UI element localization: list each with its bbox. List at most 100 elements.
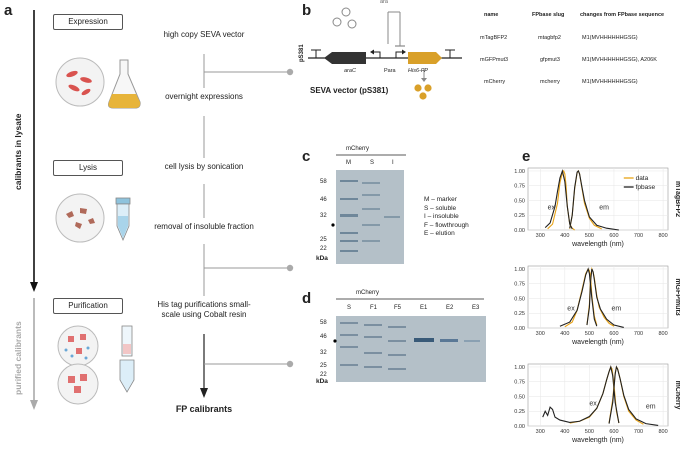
gel-c-marker: 22	[320, 246, 327, 252]
gel-d-lane-label: S	[347, 305, 352, 311]
y-tick-label: 0.50	[514, 296, 525, 302]
gel-c-lane-label: I	[392, 160, 394, 166]
x-tick-label: 400	[560, 331, 569, 337]
x-tick-label: 400	[560, 233, 569, 239]
y-tick-label: 0.75	[514, 380, 525, 386]
series-line-fpbase	[608, 365, 659, 426]
x-axis-label: wavelength (nm)	[571, 437, 624, 444]
x-tick-label: 300	[536, 429, 545, 435]
stage-box-expression: Expression	[53, 14, 123, 30]
series-line-fpbase	[569, 169, 619, 231]
y-tick-label: 0.00	[514, 326, 525, 332]
legend-label: fpbase	[636, 184, 656, 191]
row-label: mGFPmut3	[674, 278, 680, 315]
table-cell: mtagbfp2	[538, 35, 561, 41]
gel-d-marker: 58	[320, 320, 327, 326]
emission-label: em	[646, 403, 656, 410]
x-tick-label: 300	[536, 233, 545, 239]
gel-d-title: mCherry	[356, 290, 380, 296]
gel-c-marker: 25	[320, 237, 327, 243]
panel-c-letter: c	[302, 148, 311, 165]
plasmid-diagram	[308, 7, 462, 100]
araC-label: araC	[344, 68, 356, 74]
row-label: mCherry	[674, 381, 680, 410]
flow-connectors	[200, 54, 294, 398]
y-tick-label: 0.00	[514, 228, 525, 234]
gel-c-marker: 58	[320, 179, 327, 185]
step-vector: high copy SEVA vector	[163, 30, 245, 39]
series-line-fpbase	[586, 268, 624, 328]
gel-d-image	[336, 316, 486, 382]
araC-gene	[324, 52, 366, 64]
legend-row: E – elution	[424, 230, 455, 237]
emission-label: em	[599, 204, 609, 211]
table-header-slug: FPbase slug	[532, 12, 565, 18]
his6-fp-gene	[408, 52, 442, 64]
x-tick-label: 800	[658, 233, 667, 239]
y-tick-label: 0.00	[514, 424, 525, 430]
y-tick-label: 0.25	[514, 409, 525, 415]
table-cell: mTagBFP2	[480, 35, 508, 41]
y-tick-label: 1.00	[514, 169, 525, 175]
gel-c-title: mCherry	[346, 146, 370, 152]
table-header-changes: changes from FPbase sequence	[580, 12, 665, 18]
x-tick-label: 700	[634, 429, 643, 435]
x-tick-label: 800	[658, 331, 667, 337]
fp-gene-label: His6-FP	[408, 68, 428, 74]
gel-c-lane-label: S	[370, 160, 375, 166]
gel-c-title-line	[336, 154, 406, 156]
gel-c-marker: 32	[320, 213, 327, 219]
panel-d-letter: d	[302, 290, 312, 307]
purification-column-icon	[57, 325, 135, 405]
table-cell: mGFPmut3	[480, 57, 509, 63]
gel-d-lane-label: E2	[446, 305, 454, 311]
x-axis-label: wavelength (nm)	[571, 339, 624, 346]
y-tick-label: 0.25	[514, 213, 525, 219]
legend-row: S – soluble	[424, 204, 457, 212]
gel-legend: M – marker S – soluble I – insoluble F –…	[424, 196, 469, 239]
table-cell: mcherry	[540, 79, 560, 85]
plot-area	[527, 363, 669, 427]
gel-d-marker: 22	[320, 372, 327, 378]
spectrum-panel-2: 0.00 0.25 0.50 0.75 1.00 300 400 500 600 700 800 wa…	[514, 363, 680, 444]
legend-row: F – flowthrough	[424, 221, 469, 229]
gel-d-title-line	[336, 298, 484, 300]
table-cell: M1(MVHHHHHHGSG), A206K	[582, 57, 657, 63]
excitation-label: ex	[589, 400, 597, 407]
x-tick-label: 400	[560, 429, 569, 435]
stage-box-lysis: Lysis	[53, 160, 123, 176]
flask-with-bacteria-icon	[55, 57, 141, 109]
table-cell: mCherry	[484, 79, 506, 85]
x-tick-label: 600	[609, 233, 618, 239]
y-tick-label: 1.00	[514, 365, 525, 371]
x-tick-label: 600	[609, 331, 618, 337]
series-line-fpbase	[544, 168, 573, 230]
series-line-fpbase	[542, 364, 620, 424]
y-tick-label: 0.75	[514, 282, 525, 288]
gel-d-marker: 32	[320, 350, 327, 356]
side-arrows	[30, 10, 38, 410]
y-tick-label: 0.25	[514, 311, 525, 317]
y-tick-label: 1.00	[514, 267, 525, 273]
row-label: mTagBFP2	[674, 181, 680, 217]
gel-d-lane-label: F5	[394, 305, 402, 311]
y-tick-label: 0.50	[514, 394, 525, 400]
y-tick-label: 0.75	[514, 184, 525, 190]
gel-c-image	[336, 170, 404, 264]
y-tick-label: 0.50	[514, 198, 525, 204]
table-cell: M1(MVHHHHHHGSG)	[582, 35, 638, 41]
legend-label: data	[636, 175, 649, 182]
x-tick-label: 800	[658, 429, 667, 435]
gel-d-lane-label: E3	[472, 305, 480, 311]
promoter-label: Para	[384, 68, 396, 74]
gel-d-lane-label: E1	[420, 305, 428, 311]
x-tick-label: 500	[585, 331, 594, 337]
step-lysis: cell lysis by sonication	[164, 162, 244, 171]
gel-c-lane-label: M	[346, 160, 351, 166]
step-removal: removal of insoluble fraction	[154, 222, 254, 231]
x-tick-label: 600	[609, 429, 618, 435]
lysate-arrow-head	[30, 282, 38, 292]
x-tick-label: 500	[585, 429, 594, 435]
